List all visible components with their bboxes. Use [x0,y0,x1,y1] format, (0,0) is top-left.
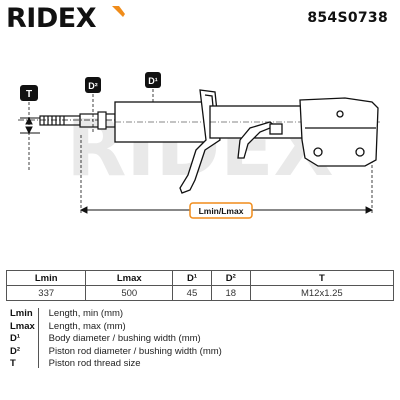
shock-absorber-diagram: RIDEX T D² D¹ [18,72,380,219]
spec-table: Lmin Lmax D¹ D² T 337 500 45 18 M12x1.25 [5,270,395,301]
legend-key: T [10,358,16,369]
legend-key: Lmax [10,320,35,332]
legend-item: D¹ Body diameter / bushing width (mm) [10,333,390,346]
header-lmax: Lmax [85,270,174,286]
table-header-row: Lmin Lmax D¹ D² T [5,270,395,286]
dimension-lines [28,89,373,215]
legend: Lmin Length, min (mm) Lmax Length, max (… [10,308,390,371]
header-t: T [249,270,395,286]
logo-text: RIDEX [6,3,97,32]
header-d1: D¹ [172,270,212,286]
legend-item: T Piston rod thread size [10,358,390,371]
legend-desc: Length, min (mm) [48,308,124,319]
legend-desc: Piston rod thread size [48,358,141,369]
legend-item: D² Piston rod diameter / bushing width (… [10,346,390,359]
label-d2: D² [85,77,101,93]
value-lmax: 500 [85,285,174,301]
header: RIDEX 854S0738 [0,0,400,38]
svg-text:Lmin/Lmax: Lmin/Lmax [199,206,244,216]
table-row: 337 500 45 18 M12x1.25 [5,285,395,301]
value-lmin: 337 [5,285,87,301]
legend-divider [38,308,39,368]
logo-accent-icon [112,6,125,17]
label-t: T [20,85,38,101]
legend-key: D² [10,345,21,357]
label-d1: D¹ [145,72,161,88]
t-dimension-arrows [20,116,40,135]
legend-desc: Piston rod diameter / bushing width (mm) [48,345,222,357]
legend-desc: Body diameter / bushing width (mm) [48,333,201,344]
header-d2: D² [210,270,251,286]
svg-text:D¹: D¹ [148,76,158,86]
legend-item: Lmax Length, max (mm) [10,321,390,334]
value-t: M12x1.25 [249,285,395,301]
legend-desc: Length, max (mm) [48,320,126,332]
svg-text:T: T [26,89,32,100]
legend-key: D¹ [10,333,21,344]
svg-text:D²: D² [88,81,98,91]
damper-body [114,89,380,194]
value-d2: 18 [210,285,251,301]
header-lmin: Lmin [5,270,87,286]
legend-key: Lmin [10,308,33,319]
legend-item: Lmin Length, min (mm) [10,308,390,321]
value-d1: 45 [172,285,212,301]
label-length: Lmin/Lmax [189,202,253,219]
ridex-logo: RIDEX [6,3,125,32]
part-number: 854S0738 [307,10,388,26]
